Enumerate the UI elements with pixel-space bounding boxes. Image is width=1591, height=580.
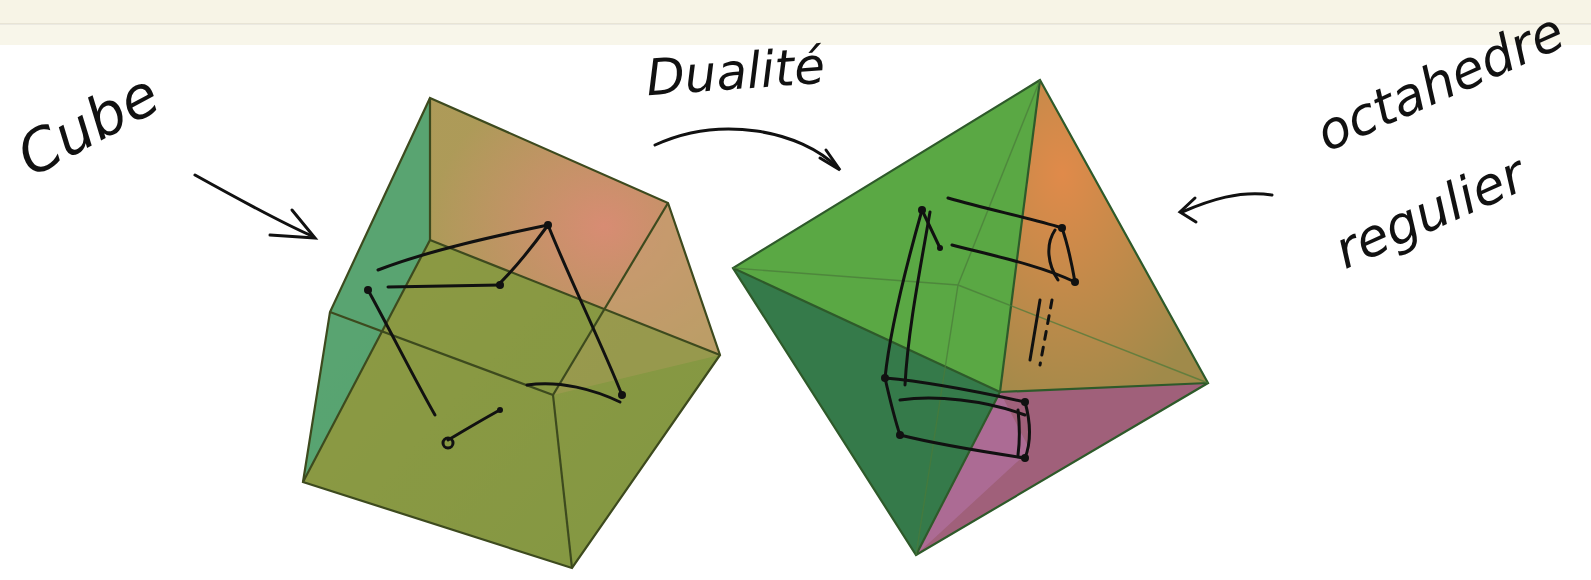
header-band	[0, 0, 1591, 24]
hand-sketch	[368, 225, 622, 440]
cube-figure	[303, 98, 720, 568]
figure-label: Cube	[6, 60, 170, 190]
figure-label: regulier	[1326, 144, 1535, 281]
relation-label: Dualité	[644, 37, 827, 107]
pointer-arrow	[195, 129, 1272, 238]
octahedron-figure	[733, 80, 1208, 555]
